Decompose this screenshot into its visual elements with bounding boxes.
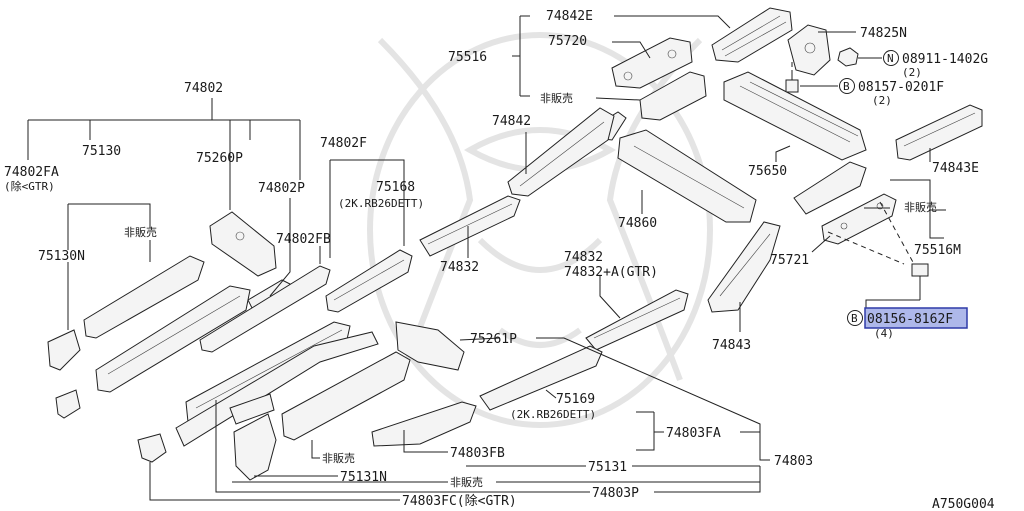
selected-part-highlight[interactable]	[864, 307, 968, 329]
label-nonsale-bottom2: 非販売	[450, 476, 483, 489]
label-75516[interactable]: 75516	[448, 50, 487, 65]
label-74842[interactable]: 74842	[492, 114, 531, 129]
label-nonsale-left: 非販売	[124, 226, 157, 239]
part-75721-shape[interactable]	[821, 193, 897, 245]
label-75720[interactable]: 75720	[548, 34, 587, 49]
bolt-B-lower-shape[interactable]	[911, 263, 929, 277]
nut-N-prefix-circle	[883, 50, 899, 66]
label-74832-right-note: 74832+A(GTR)	[564, 265, 658, 280]
bolt-prefix-circles	[839, 50, 899, 326]
part-74832-left-shape[interactable]	[419, 195, 521, 257]
label-75169-note: (2K.RB26DETT)	[510, 408, 596, 421]
label-nut-N-number[interactable]: 08911-1402G	[902, 52, 988, 67]
part-74825N-shape[interactable]	[787, 24, 831, 76]
label-74825N[interactable]: 74825N	[860, 26, 907, 41]
label-75261P[interactable]: 75261P	[470, 332, 517, 347]
label-75131[interactable]: 75131	[588, 460, 627, 475]
part-75131N-shape[interactable]	[233, 413, 277, 481]
bolt-B-top-prefix: B	[843, 80, 850, 93]
label-74802FB[interactable]: 74802FB	[276, 232, 331, 247]
label-75168[interactable]: 75168	[376, 180, 415, 195]
label-bolt-B-lower-qty: (4)	[874, 327, 894, 340]
bolt-B-lower-prefix: B	[851, 312, 858, 325]
label-74803FC[interactable]: 74803FC(除<GTR)	[402, 494, 517, 509]
bolt-B-top-prefix-circle	[839, 78, 855, 94]
label-75260P[interactable]: 75260P	[196, 151, 243, 166]
part-nonsale-right-a[interactable]	[793, 161, 867, 215]
label-75169[interactable]: 75169	[556, 392, 595, 407]
figure-code: A750G004	[932, 497, 995, 511]
part-74843E-shape[interactable]	[895, 104, 983, 161]
label-nonsale-right: 非販売	[904, 201, 937, 214]
part-75261P-shape[interactable]	[395, 321, 465, 371]
part-75260P-shape[interactable]	[209, 211, 277, 277]
part-75169-shape[interactable]	[479, 345, 603, 411]
label-75168-note: (2K.RB26DETT)	[338, 197, 424, 210]
label-nonsale-top: 非販売	[540, 92, 573, 105]
nut-N-prefix: N	[887, 52, 894, 65]
part-74803FA-shape[interactable]	[371, 401, 477, 447]
leader-lines	[27, 15, 946, 501]
label-74803P[interactable]: 74803P	[592, 486, 639, 501]
part-74803FC-shape[interactable]	[137, 433, 167, 463]
label-bolt-B-top-number[interactable]: 08157-0201F	[858, 80, 944, 95]
part-75131N-bracket[interactable]	[229, 393, 275, 425]
part-74842-shape[interactable]	[507, 107, 615, 197]
bolt-B-lower-prefix-circle	[847, 310, 863, 326]
label-nonsale-bottom1: 非販売	[322, 452, 355, 465]
label-75130N[interactable]: 75130N	[38, 249, 85, 264]
part-74802FA-shape[interactable]	[47, 329, 81, 371]
part-74802F-shape[interactable]	[199, 265, 331, 353]
part-74832-right-shape[interactable]	[585, 289, 689, 351]
part-75650-shape[interactable]	[723, 71, 867, 161]
label-nut-N-qty: (2)	[902, 66, 922, 79]
label-75131N[interactable]: 75131N	[340, 470, 387, 485]
label-bolt-B-top-qty: (2)	[872, 94, 892, 107]
label-75516M[interactable]: 75516M	[914, 243, 961, 258]
label-74832-left[interactable]: 74832	[440, 260, 479, 275]
label-74842E[interactable]: 74842E	[546, 9, 593, 24]
label-75130[interactable]: 75130	[82, 144, 121, 159]
label-74802FA-note: (除<GTR)	[4, 179, 55, 193]
label-74860[interactable]: 74860	[618, 216, 657, 231]
bolt-B-top-shape[interactable]	[785, 79, 799, 93]
label-74802[interactable]: 74802	[184, 81, 223, 96]
part-labels: 74842E 74825N 75720 75516 非販売 N 08911-14…	[4, 9, 995, 511]
part-74843-shape[interactable]	[707, 221, 781, 313]
label-74802F[interactable]: 74802F	[320, 136, 367, 151]
label-74802P[interactable]: 74802P	[258, 181, 305, 196]
label-74832-right[interactable]: 74832	[564, 250, 603, 265]
label-74803[interactable]: 74803	[774, 454, 813, 469]
part-74802FA-clip[interactable]	[55, 389, 81, 419]
label-74802FA[interactable]: 74802FA	[4, 165, 59, 180]
label-74803FA[interactable]: 74803FA	[666, 426, 721, 441]
part-nonsale-top-a[interactable]	[639, 71, 707, 121]
label-74843[interactable]: 74843	[712, 338, 751, 353]
nut-N-shape[interactable]	[837, 47, 859, 67]
part-75131-shape[interactable]	[281, 351, 411, 441]
dashed-lines	[791, 62, 915, 265]
part-75130N-shape[interactable]	[83, 255, 205, 339]
part-74803P-shape[interactable]	[175, 331, 379, 447]
label-bolt-B-lower-number[interactable]: 08156-8162F	[867, 312, 953, 327]
part-shapes	[47, 7, 983, 481]
label-74843E[interactable]: 74843E	[932, 161, 979, 176]
label-75650[interactable]: 75650	[748, 164, 787, 179]
label-74803FB[interactable]: 74803FB	[450, 446, 505, 461]
part-75168-shape[interactable]	[325, 249, 413, 313]
label-75721[interactable]: 75721	[770, 253, 809, 268]
part-74842E-shape[interactable]	[711, 7, 793, 63]
